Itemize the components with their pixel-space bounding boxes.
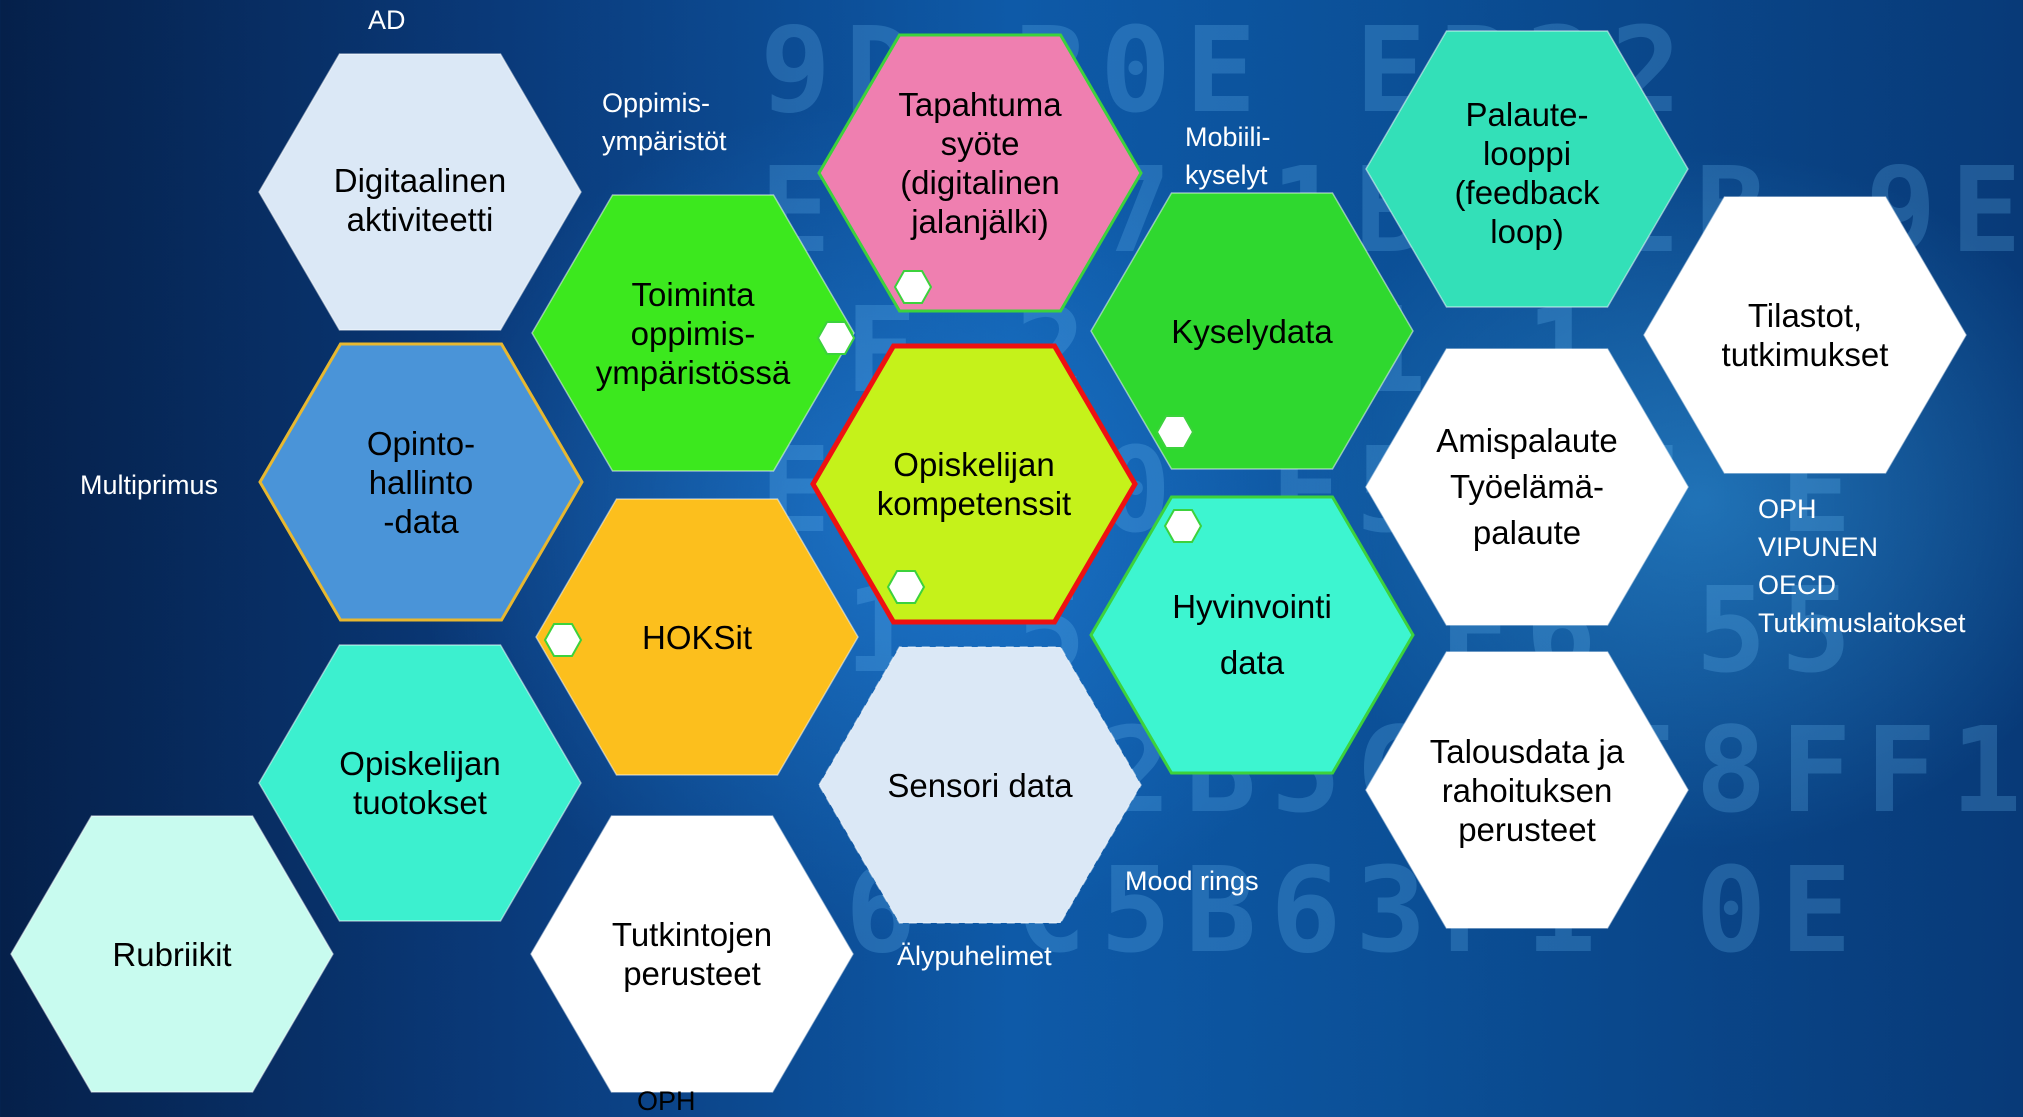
small-hex-kompetenssit [886, 570, 926, 604]
hex-label-line: Opiskelijan [893, 446, 1055, 483]
small-hex-kyselydata [1155, 415, 1195, 449]
label-alypuhelimet: Älypuhelimet [897, 941, 1052, 971]
hex-label-line: Talousdata ja [1429, 732, 1625, 770]
label-oppimisymparistot: Oppimis- ympäristöt [602, 88, 727, 156]
hex-tutkintojen [530, 815, 854, 1093]
label-mobiilikyselyt: Mobiili- kyselyt [1185, 122, 1271, 190]
hex-label-line: palaute [1472, 514, 1582, 551]
hex-label-line: Sensori data [887, 766, 1073, 804]
hex-label-line: Tilastot, [1747, 297, 1863, 334]
hex-label-kyselydata: Kyselydata [1111, 193, 1393, 469]
hex-label-line: Työelämä- [1449, 468, 1605, 505]
hex-label-sensori: Sensori data [839, 647, 1121, 923]
hex-opintohallinto [258, 342, 584, 622]
hex-label-line: Palaute- [1465, 96, 1589, 133]
hex-label-line: looppi [1482, 135, 1572, 172]
small-hex-hoksit [543, 623, 583, 657]
hex-label-line: aktiviteetti [346, 201, 494, 238]
hex-label-tilastot: Tilastot,tutkimukset [1664, 197, 1946, 473]
hex-label-line: kompetenssit [876, 485, 1072, 522]
small-hex-tapahtuma [893, 270, 933, 304]
hex-label-line: loop) [1490, 213, 1564, 250]
small-hex-hyvinvointi [1163, 509, 1203, 543]
hex-label-line: (feedback [1454, 174, 1600, 211]
hex-label-line: Hyvinvointi [1172, 588, 1332, 625]
hex-label-opintohallinto: Opinto-hallinto-data [280, 344, 562, 620]
hex-label-line: hallinto [368, 463, 474, 501]
hex-label-rubriikit: Rubriikit [31, 816, 313, 1092]
hex-label-line: (digitalinen [900, 164, 1060, 201]
hex-label-line: perusteet [623, 955, 761, 992]
hex-kompetenssit [810, 343, 1138, 625]
label-multiprimus: Multiprimus [80, 470, 219, 500]
hex-tapahtuma [817, 33, 1143, 313]
hex-digitaalinen [258, 53, 582, 331]
label-oph-sources: OPH VIPUNEN OECD Tutkimuslaitokset [1758, 494, 1966, 638]
hex-label-line: oppimis- [630, 314, 756, 352]
hex-label-line: Rubriikit [112, 935, 232, 973]
hex-label-line: tuotokset [353, 784, 487, 821]
hex-label-line: data [1219, 644, 1285, 681]
hex-label-line: ympäristössä [595, 353, 791, 391]
hex-label-hyvinvointi: Hyvinvointi data [1111, 497, 1393, 773]
hex-hyvinvointi [1089, 495, 1415, 775]
hex-sensori [818, 646, 1142, 924]
hex-label-line: -data [383, 502, 459, 540]
hex-palaute [1365, 30, 1689, 308]
hex-label-line: Tapahtuma [898, 86, 1062, 123]
label-ad: AD [368, 5, 406, 35]
hex-label-line: jalanjälki) [911, 203, 1049, 240]
hex-label-line: Amispalaute [1436, 422, 1618, 459]
hex-tilastot [1643, 196, 1967, 474]
hex-label-line: Digitaalinen [333, 162, 507, 199]
hex-amispalaute [1365, 348, 1689, 626]
hex-talousdata [1365, 651, 1689, 929]
hex-label-line: tutkimukset [1721, 336, 1889, 373]
label-mood-rings: Mood rings [1125, 866, 1259, 896]
hex-label-line: syöte [940, 125, 1020, 162]
hex-label-hoksit: HOKSit [556, 499, 838, 775]
hex-label-line: Toiminta [631, 275, 755, 313]
hex-hoksit [535, 498, 859, 776]
hex-toiminta [531, 194, 855, 472]
hex-label-line: Kyselydata [1171, 312, 1333, 350]
hex-label-line: Tutkintojen [611, 916, 773, 953]
hex-label-line: Opiskelijan [339, 745, 501, 782]
hex-tuotokset [258, 644, 582, 922]
hex-rubriikit [10, 815, 334, 1093]
label-oph-bottom: OPH [637, 1086, 696, 1116]
small-hex-toiminta [816, 321, 856, 355]
hex-label-line: rahoituksen [1441, 771, 1613, 809]
hex-label-line: HOKSit [641, 618, 753, 656]
hex-label-line: Opinto- [366, 424, 476, 462]
hex-label-line: perusteet [1458, 810, 1596, 848]
hex-kyselydata [1090, 192, 1414, 470]
